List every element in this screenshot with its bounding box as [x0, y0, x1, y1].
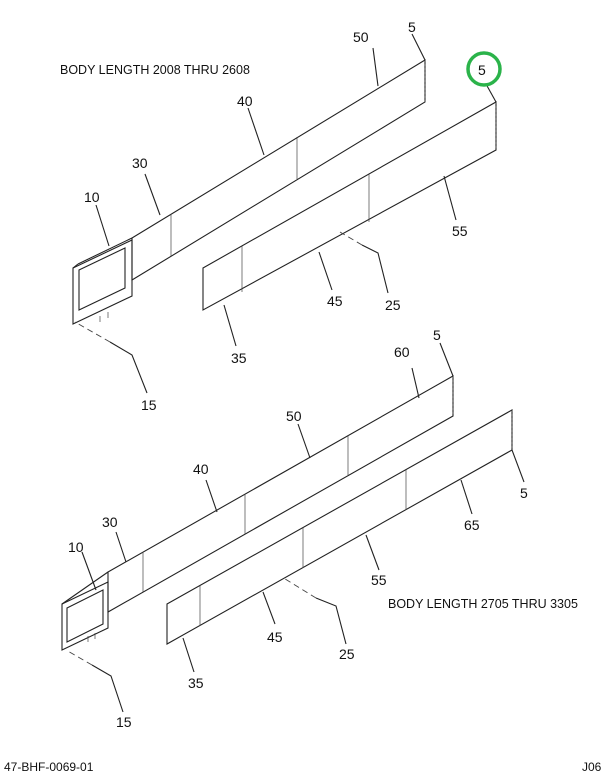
callout-5-highlighted: 5	[478, 62, 486, 78]
callout-50: 50	[353, 29, 369, 45]
callout-65: 65	[464, 517, 480, 533]
callout-50: 50	[286, 408, 302, 424]
callout-40: 40	[237, 93, 253, 109]
callout-30: 30	[132, 155, 148, 171]
callout-15: 15	[116, 714, 132, 730]
upper-front-strip	[202, 101, 497, 311]
callout-10: 10	[68, 539, 84, 555]
callout-25: 25	[339, 646, 355, 662]
callout-35: 35	[188, 675, 204, 691]
callout-45: 45	[327, 293, 343, 309]
upper-back-strip	[131, 59, 426, 281]
lower-bracket-10	[61, 571, 109, 651]
upper-bracket-10	[72, 237, 133, 325]
upper-body-length-caption: BODY LENGTH 2008 THRU 2608	[60, 63, 250, 77]
callout-40: 40	[193, 461, 209, 477]
upper-assembly: BODY LENGTH 2008 THRU 2608	[60, 19, 502, 413]
callout-25: 25	[385, 297, 401, 313]
callout-5: 5	[433, 327, 441, 343]
page-code: J06	[582, 760, 602, 774]
lower-assembly: BODY LENGTH 2705 THRU 3305	[61, 327, 578, 730]
callout-55: 55	[371, 572, 387, 588]
drawing-number: 47-BHF-0069-01	[4, 760, 94, 774]
lower-back-strip	[107, 375, 454, 613]
callout-5: 5	[408, 19, 416, 35]
callout-10: 10	[84, 189, 100, 205]
callout-55: 55	[452, 223, 468, 239]
highlight-ring	[466, 51, 502, 87]
callout-35: 35	[231, 350, 247, 366]
callout-30: 30	[102, 514, 118, 530]
callout-15: 15	[141, 397, 157, 413]
callout-60: 60	[394, 344, 410, 360]
callout-5-end: 5	[520, 485, 528, 501]
lower-body-length-caption: BODY LENGTH 2705 THRU 3305	[388, 597, 578, 611]
callout-45: 45	[267, 629, 283, 645]
